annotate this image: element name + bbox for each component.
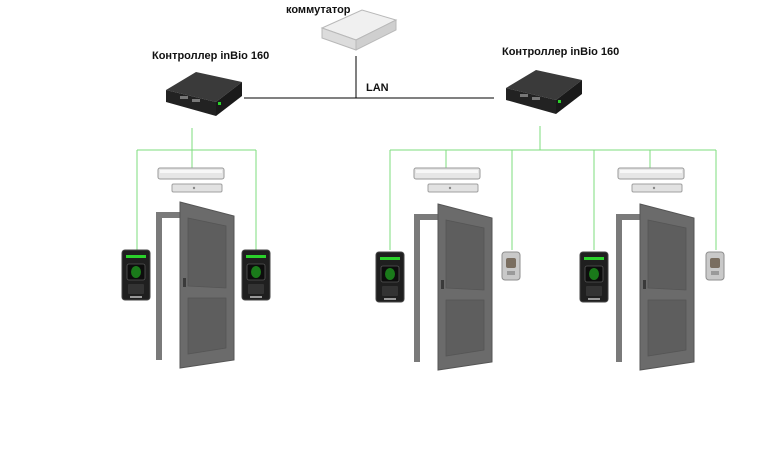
fingerprint-reader-icon [241,249,271,301]
device-wiring [136,126,717,250]
fingerprint-reader-icon [375,251,405,303]
lan-label: LAN [366,82,389,94]
lan-wiring [244,56,494,99]
door-icon [615,203,695,371]
switch-label: коммутатор [286,4,351,16]
exit-button-icon [501,251,521,281]
magnetic-lock-icon [157,167,225,193]
fingerprint-reader-icon [121,249,151,301]
exit-button-icon [705,251,725,281]
network-switch-icon [320,9,398,51]
controller-right-label: Контроллер inBio 160 [502,46,620,58]
magnetic-lock-icon [413,167,481,193]
fingerprint-reader-icon [579,251,609,303]
controller-left-label: Контроллер inBio 160 [152,50,270,62]
door-icon [155,201,235,369]
controller-icon [166,72,242,116]
controller-icon [506,70,582,114]
magnetic-lock-icon [617,167,685,193]
door-icon [413,203,493,371]
